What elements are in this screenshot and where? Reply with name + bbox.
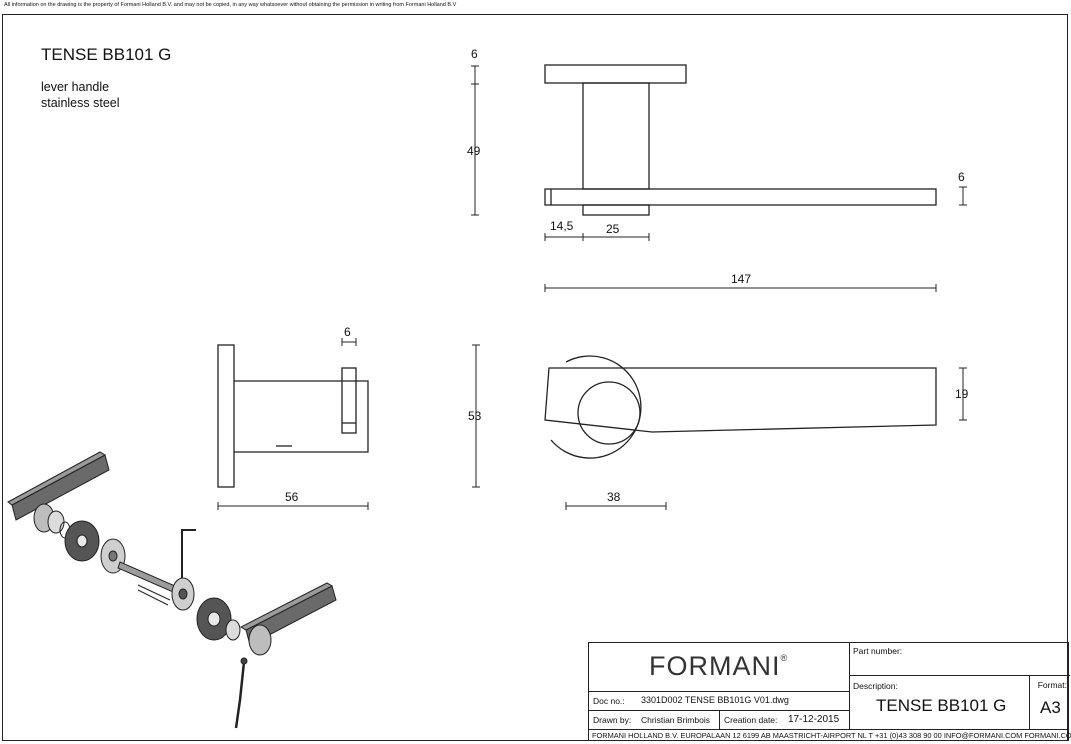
exploded-view [7, 451, 337, 729]
disclaimer-text: All information on the drawing is the pr… [4, 2, 457, 8]
dim-inner-diameter: 38 [607, 490, 621, 504]
title-block: FORMANI® Part number: Description: TENSE… [588, 642, 1071, 741]
dim-side-width: 6 [344, 325, 351, 339]
dim-lever-thickness: 6 [958, 170, 965, 184]
description-value: TENSE BB101 G [876, 696, 1007, 715]
front-rose-arc [550, 355, 642, 459]
drawn-by-cell: Drawn by: Christian Brimbois [589, 710, 719, 729]
creation-date-cell: Creation date: 17-12-2015 [719, 710, 849, 729]
dim-rose-thickness: 6 [471, 47, 478, 61]
product-title: TENSE BB101 G [41, 45, 172, 64]
dim-offset: 14,5 [550, 219, 574, 233]
lever-bar [544, 188, 937, 206]
lever-1 [11, 454, 110, 521]
side-lever-end [341, 367, 357, 434]
dim-height: 49 [467, 144, 481, 158]
neck-2 [248, 624, 272, 656]
dimension-lines [217, 65, 967, 510]
dim-projection: 56 [285, 490, 299, 504]
drawn-by-value: Christian Brimbois [641, 715, 710, 725]
part-number-cell: Part number: [849, 643, 1070, 675]
neck [582, 82, 650, 190]
description-cell: Description: TENSE BB101 G [849, 675, 1029, 729]
top-view [544, 64, 937, 216]
format-cell: Format: A3 [1029, 675, 1070, 729]
doc-no-value: 3301D002 TENSE BB101G V01.dwg [641, 695, 789, 705]
front-view [544, 355, 937, 459]
side-rose [217, 344, 235, 488]
registered-mark: ® [780, 653, 789, 663]
front-neck-circle [577, 381, 641, 445]
company-footer: FORMANI HOLLAND B.V. EUROPALAAN 12 6199 … [589, 729, 1071, 741]
side-view [217, 344, 369, 488]
screwdriver [234, 661, 246, 729]
dim-neck-width: 25 [606, 222, 620, 236]
side-neck [234, 380, 369, 453]
rose-plate [544, 64, 687, 84]
spindle [117, 561, 176, 593]
dim-lever-width: 19 [955, 387, 969, 401]
front-lever [544, 367, 937, 433]
format-value: A3 [1040, 698, 1061, 717]
neck-base [582, 204, 650, 216]
sheet-frame [2, 14, 1068, 741]
product-type: lever handle [41, 80, 110, 94]
doc-no-cell: Doc no.: 3301D002 TENSE BB101G V01.dwg [589, 691, 849, 710]
dim-length: 147 [731, 272, 751, 286]
creation-date-value: 17-12-2015 [788, 714, 840, 725]
product-material: stainless steel [41, 96, 120, 110]
logo-cell: FORMANI® [589, 643, 849, 691]
dim-rose-diameter: 53 [468, 409, 482, 423]
formani-logo: FORMANI [649, 651, 781, 681]
